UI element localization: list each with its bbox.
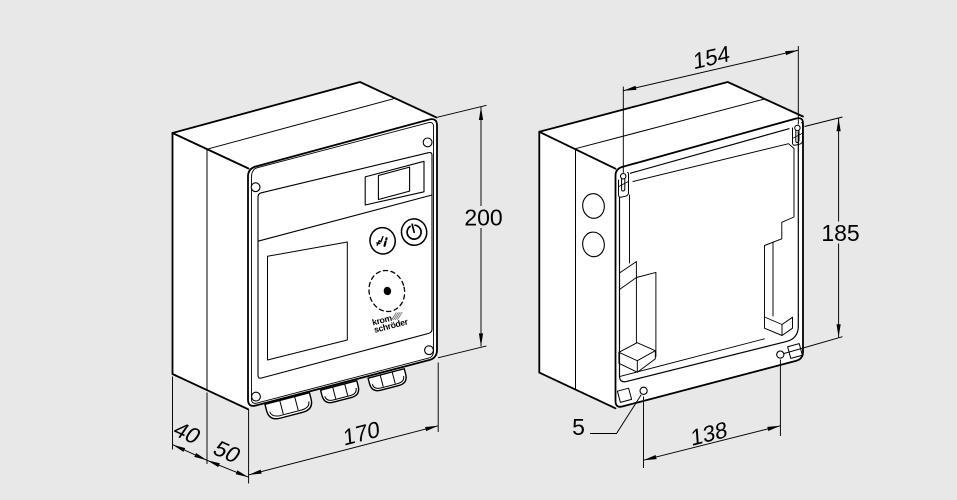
svg-text:185: 185	[821, 220, 859, 246]
svg-text:5: 5	[572, 414, 585, 440]
svg-text:200: 200	[464, 205, 502, 231]
svg-text:krom: krom	[371, 313, 393, 328]
